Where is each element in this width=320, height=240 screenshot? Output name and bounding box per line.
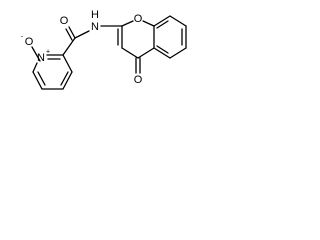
bond [137, 47, 155, 59]
bond [31, 46, 41, 62]
bond [32, 71, 43, 90]
amide-hydrogen-label: H [91, 9, 99, 21]
bond [32, 62, 38, 73]
bond [153, 47, 171, 59]
amide-oxygen-label: O [60, 15, 69, 27]
atom-labels: O N H O O N + O - [21, 9, 143, 86]
bond [121, 20, 134, 27]
chemical-structure-diagram: O N H O O N + O - [21, 9, 187, 90]
bond [169, 47, 187, 59]
bond [74, 30, 90, 39]
bond [68, 26, 76, 39]
ketone-oxygen-label: O [134, 74, 143, 86]
bond [153, 15, 171, 27]
bond [62, 54, 73, 73]
bond [37, 71, 46, 86]
bond [156, 20, 169, 29]
bond [121, 47, 139, 59]
pyridine-nitrogen-label: N [37, 52, 45, 64]
bond [169, 15, 187, 27]
bond [62, 71, 73, 90]
bond [60, 71, 69, 86]
bond [156, 45, 169, 54]
bond [65, 28, 73, 41]
bond-lines [31, 15, 187, 90]
amide-nitrogen-label: N [91, 21, 99, 33]
ring-oxygen-label: O [134, 13, 143, 25]
bond [62, 37, 76, 56]
n-oxide-positive-charge: + [46, 49, 50, 56]
bond [142, 20, 155, 27]
n-oxide-oxygen-label: O [25, 36, 34, 48]
n-oxide-negative-charge: - [21, 34, 24, 41]
